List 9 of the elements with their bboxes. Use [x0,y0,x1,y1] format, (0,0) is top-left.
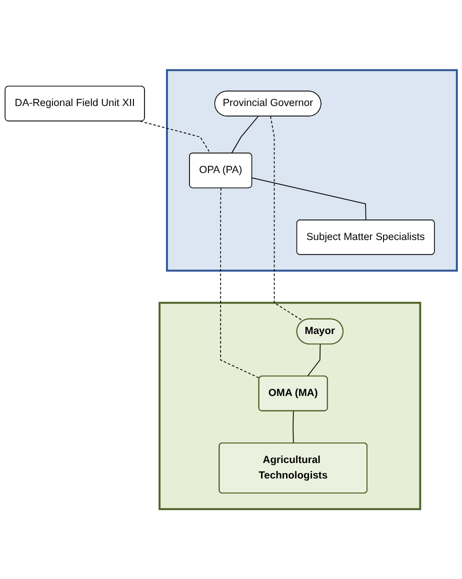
cluster [158,302,422,510]
connector [270,116,304,322]
connector [252,177,366,220]
connector [292,410,294,444]
connector [140,120,211,154]
cluster [166,69,458,272]
connector [231,116,259,154]
connector [220,188,260,378]
connector [306,344,321,377]
